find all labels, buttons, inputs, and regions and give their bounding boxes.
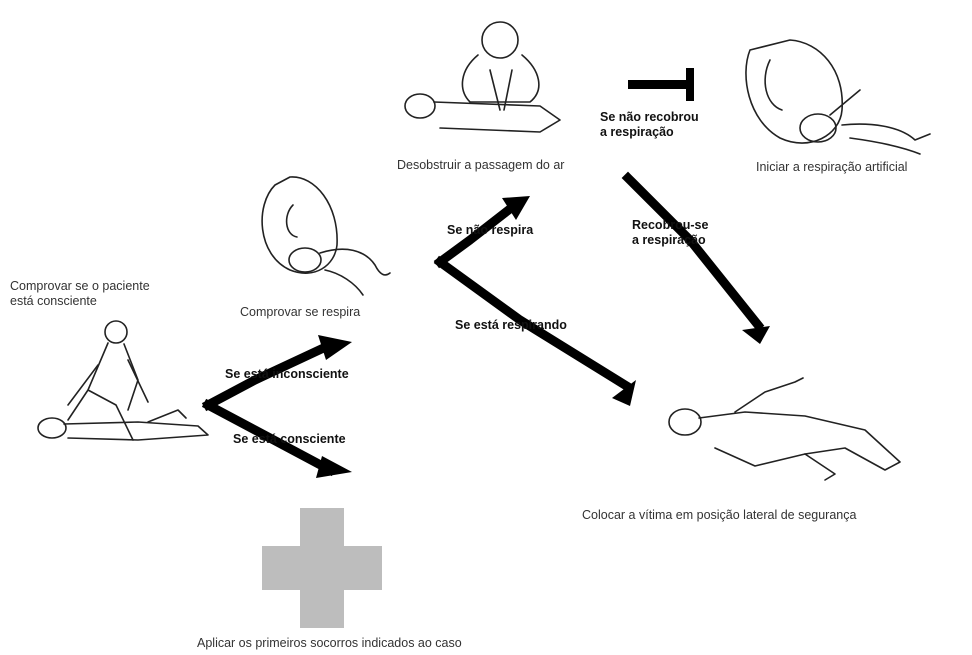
- step-check-conscious: Comprovar se o paciente está consciente: [10, 279, 150, 309]
- artificial-respiration-figure: [730, 30, 945, 160]
- label-recovered: Recobrou-se a respiração: [632, 218, 708, 248]
- arrowhead-if-conscious: [316, 456, 352, 478]
- arrowhead-recovered: [742, 326, 770, 344]
- arrowhead-if-unconscious: [318, 335, 352, 360]
- label-if-not-breathing: Se não respira: [447, 223, 533, 238]
- checking-breathing-figure: [235, 165, 405, 305]
- label-if-conscious: Se está consciente: [233, 432, 346, 447]
- step-clear-airway: Desobstruir a passagem do ar: [397, 158, 564, 173]
- arrow-if-not-recovered: [628, 68, 694, 101]
- step-artificial-respiration: Iniciar a respiração artificial: [756, 160, 907, 175]
- person-checking-consciousness-figure: [28, 310, 228, 470]
- step-recovery-position: Colocar a vítima em posição lateral de s…: [582, 508, 856, 523]
- first-aid-cross-icon: [262, 508, 382, 628]
- arrow-recovered: [628, 178, 758, 325]
- step-first-aid: Aplicar os primeiros socorros indicados …: [197, 636, 462, 651]
- label-if-not-recovered: Se não recobrou a respiração: [600, 110, 699, 140]
- step-check-breathing: Comprovar se respira: [240, 305, 360, 320]
- label-if-unconscious: Se está inconsciente: [225, 367, 349, 382]
- clearing-airway-figure: [400, 10, 575, 150]
- label-if-breathing: Se está respirando: [455, 318, 567, 333]
- recovery-position-figure: [655, 370, 915, 485]
